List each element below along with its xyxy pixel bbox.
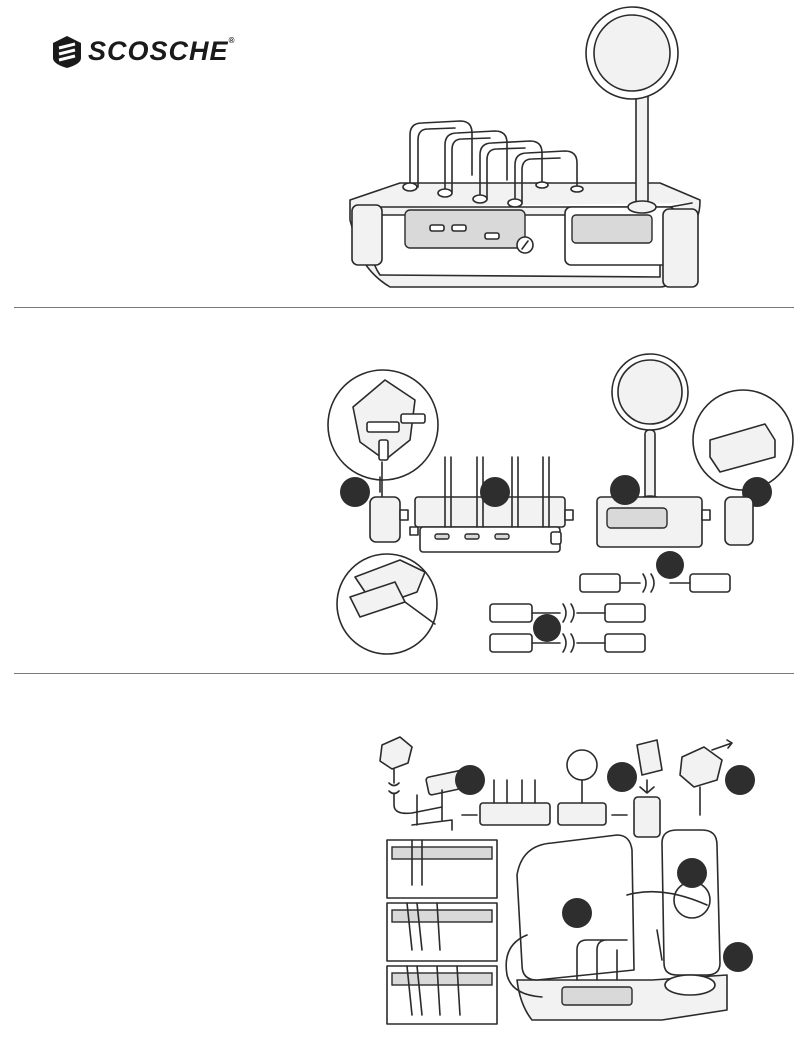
section-divider-2 [14,673,794,674]
callout-marker-5 [656,551,684,579]
uk-plug-detail [328,370,438,492]
earbuds-case [665,975,715,995]
usb-c-lightning-cable [580,551,730,592]
brand-name: SCOSCHE® [88,36,235,67]
assembly-step-endcap [634,740,662,837]
section-divider-1 [14,307,794,308]
components-illustration [325,352,805,657]
registered-mark: ® [229,36,236,45]
cable-plug-detail [337,554,437,654]
end-cap-detail [693,390,793,545]
callout-marker-2 [480,477,510,507]
assembly-step-plug [380,737,485,830]
callout-marker-f [723,942,753,972]
callout-marker-d [562,898,592,928]
wireless-pad [572,215,652,243]
scosche-shield-icon [50,34,84,70]
callout-marker-1 [340,477,370,507]
divider-module [410,457,573,552]
hero-illustration [340,5,780,295]
callout-marker-e [677,858,707,888]
callout-marker-c [725,765,755,795]
callout-marker-b [607,762,637,792]
assembly-step-connect [462,750,637,825]
callout-marker-6 [533,614,561,642]
brand-logo: SCOSCHE® [50,34,280,70]
magsafe-stand [586,7,678,213]
wireless-module [597,354,710,547]
callout-marker-a [455,765,485,795]
usb-c-cables [490,604,645,652]
assembly-step-unplug [680,740,755,815]
assembly-illustration [372,735,802,1055]
divider-insertion-steps [387,840,497,1024]
callout-marker-3 [610,475,640,505]
end-cap-right [663,209,698,287]
end-cap-left [352,205,382,265]
station-with-devices [506,830,753,1020]
